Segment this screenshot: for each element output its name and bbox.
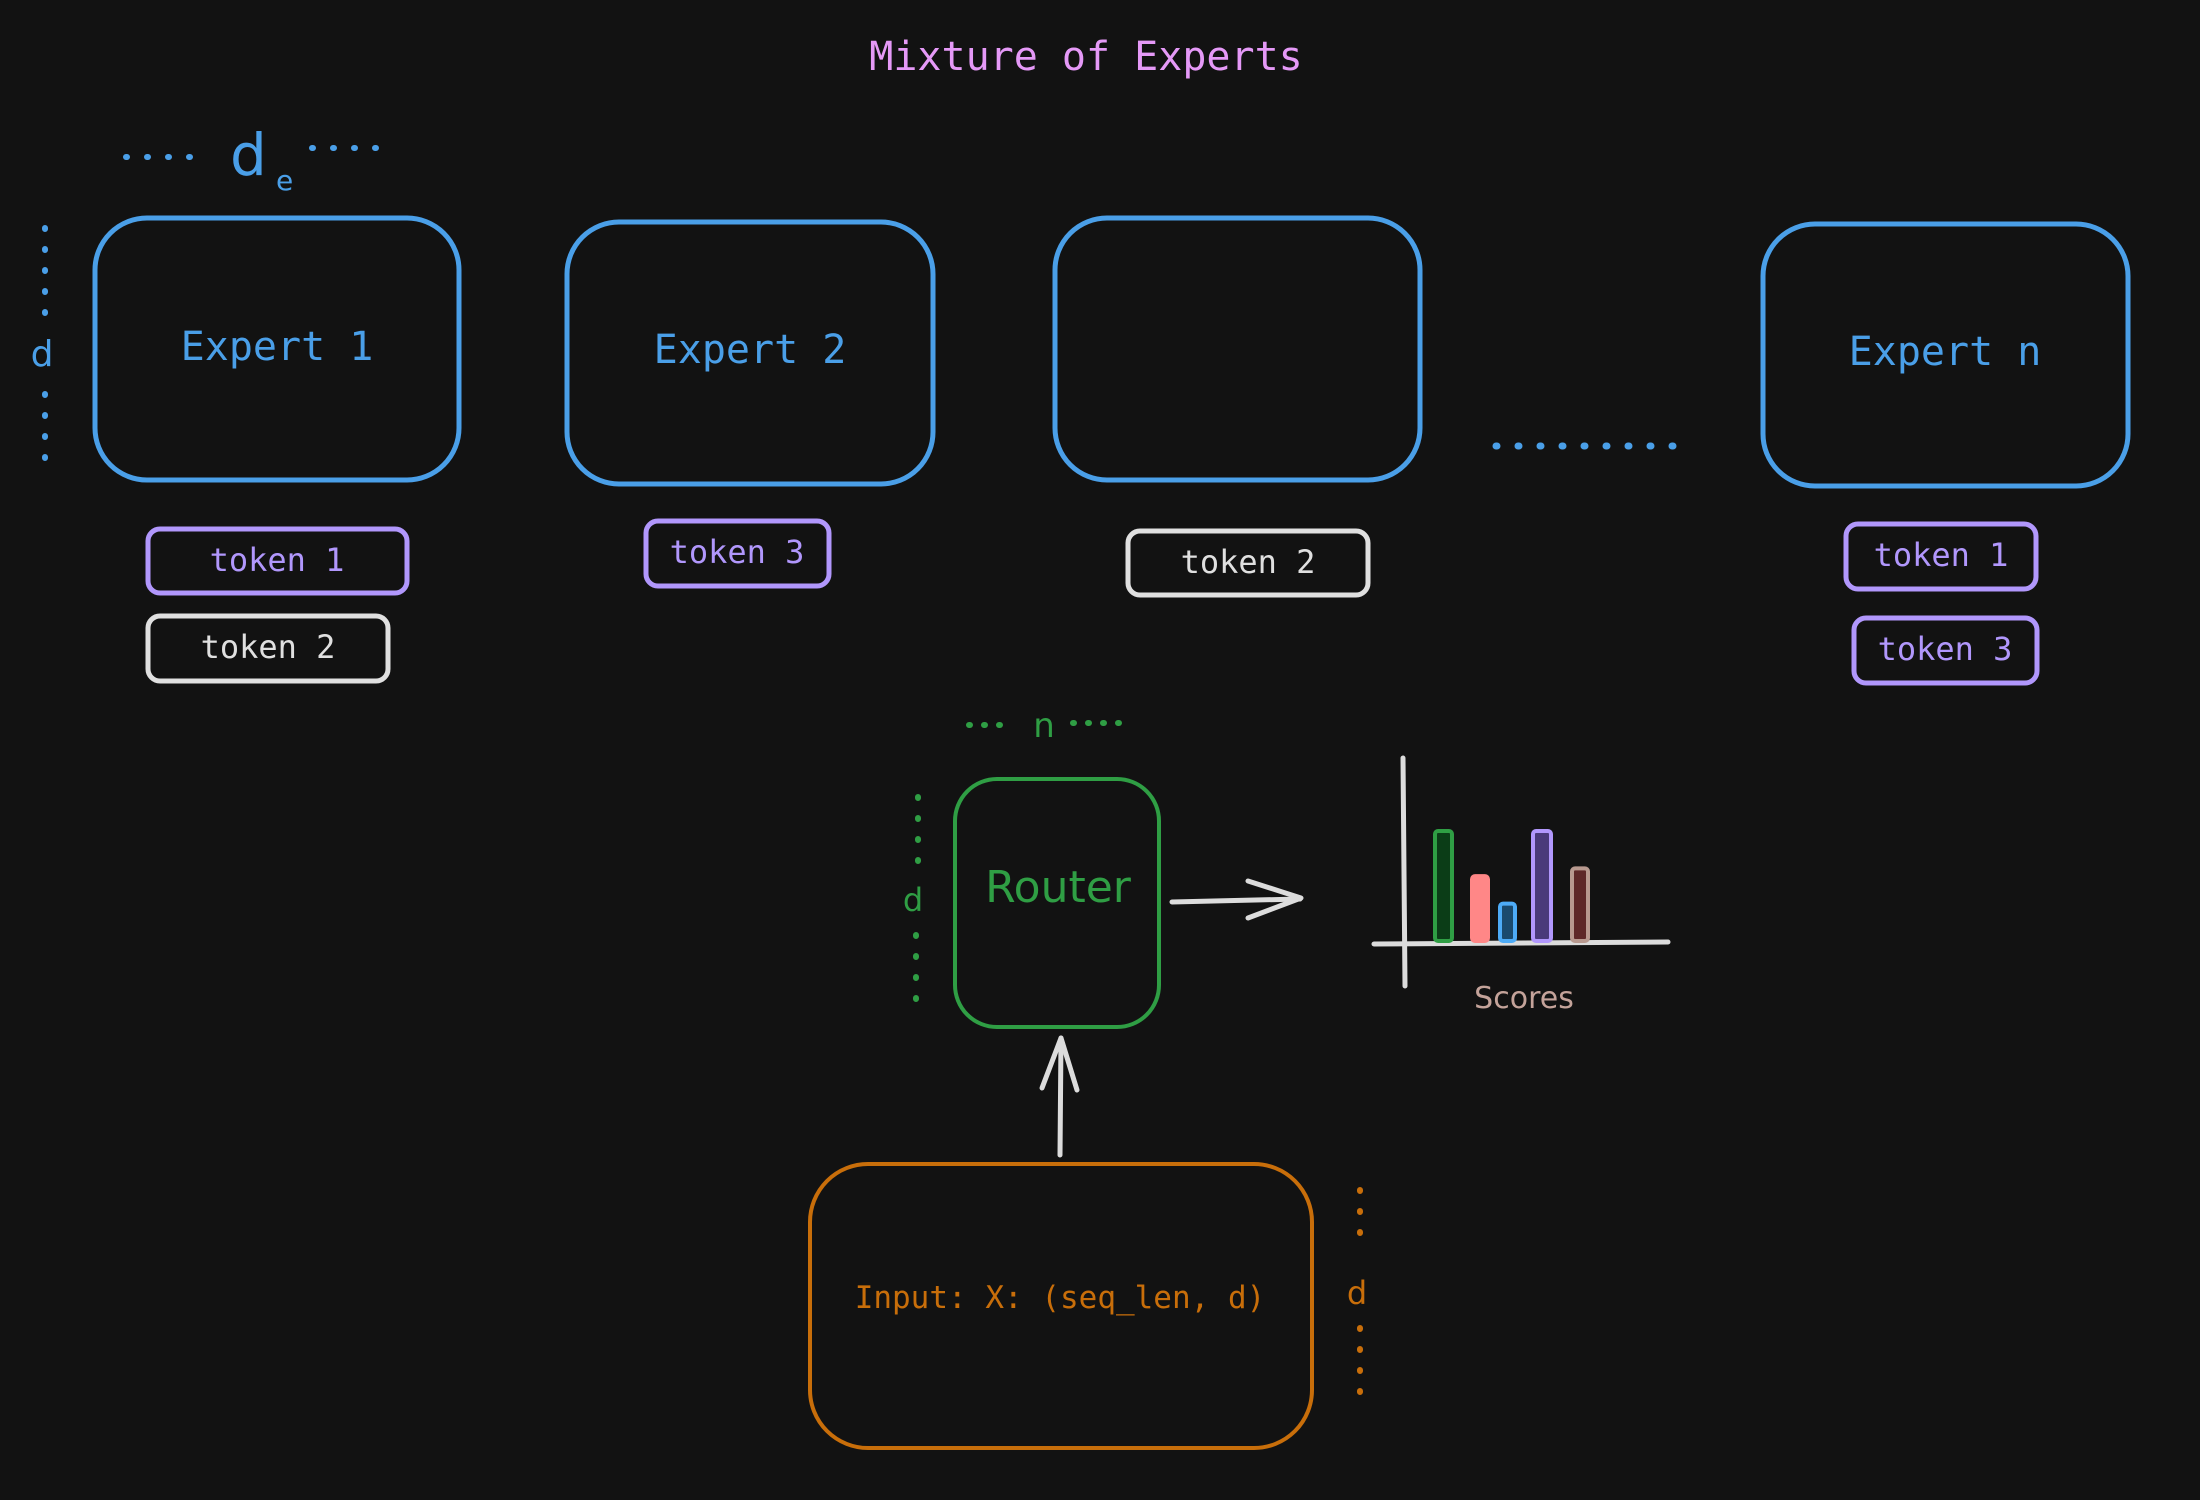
score-bar-4 <box>1531 829 1553 943</box>
token-chip[interactable]: token 2 <box>145 613 391 684</box>
token-chip[interactable]: token 1 <box>145 526 410 596</box>
token-label: token 3 <box>670 533 805 571</box>
token-box[interactable] <box>1851 615 2040 686</box>
score-bar-1 <box>1433 829 1454 943</box>
arrow-head <box>1245 878 1304 921</box>
token-label: token 1 <box>1874 536 2009 574</box>
token-chip[interactable]: token 2 <box>1125 528 1371 598</box>
token-chip[interactable]: token 1 <box>1843 521 2039 592</box>
router-label: Router <box>985 862 1132 913</box>
score-bar-5 <box>1570 866 1590 944</box>
expert-box[interactable] <box>92 215 462 483</box>
token-chip[interactable]: token 3 <box>1851 615 2040 686</box>
token-chip[interactable]: token 3 <box>643 518 832 589</box>
expert-3[interactable] <box>1052 215 1423 483</box>
score-bars <box>1433 829 1590 944</box>
router-width-dimension: n <box>966 706 1123 746</box>
input-label: Input: X: (seq_len, d) <box>855 1280 1266 1316</box>
token-box[interactable] <box>145 613 391 684</box>
router[interactable]: Router <box>953 777 1161 1029</box>
expert-box[interactable] <box>1760 221 2131 489</box>
arrow-input-to-router <box>1039 1035 1080 1158</box>
token-label: token 3 <box>1878 630 2013 668</box>
dimension-label-d: d <box>1347 1274 1367 1312</box>
expert-label: Expert n <box>1849 329 2042 375</box>
expert-1[interactable]: Expert 1 <box>92 215 462 483</box>
expert-2[interactable]: Expert 2 <box>564 219 936 487</box>
score-bar-3 <box>1498 901 1517 943</box>
dimension-label-de: d <box>230 121 267 189</box>
expert-height-dimension: d <box>31 225 54 479</box>
token-label: token 2 <box>1181 543 1316 581</box>
arrow-head <box>1039 1035 1080 1093</box>
expert-label: Expert 1 <box>181 324 374 370</box>
scores-axis-label: Scores <box>1474 981 1574 1016</box>
arrow-line <box>1169 896 1303 905</box>
token-label: token 1 <box>210 541 345 579</box>
token-box[interactable] <box>145 526 410 596</box>
input-box[interactable] <box>808 1162 1314 1450</box>
token-box[interactable] <box>643 518 832 589</box>
expert-label: Expert 2 <box>654 327 847 373</box>
expert-width-dimension: d e <box>123 121 383 197</box>
dimension-label-n: n <box>1033 706 1055 746</box>
input-block[interactable]: Input: X: (seq_len, d) <box>808 1162 1314 1450</box>
x-axis <box>1371 939 1671 947</box>
dimension-label-d: d <box>903 881 923 919</box>
router-height-dimension: d <box>903 794 923 1003</box>
token-label: token 2 <box>201 628 336 666</box>
dimension-label-de-subscript: e <box>276 164 293 197</box>
expert-box[interactable] <box>564 219 936 487</box>
y-axis <box>1400 755 1408 989</box>
token-box[interactable] <box>1125 528 1371 598</box>
arrow-router-to-scores <box>1169 878 1304 921</box>
diagram-title: Mixture of Experts <box>869 34 1302 80</box>
expert-n[interactable]: Expert n <box>1760 221 2131 489</box>
arrow-line <box>1057 1035 1064 1158</box>
dimension-label-d: d <box>31 334 54 375</box>
token-box[interactable] <box>1843 521 2039 592</box>
scores-chart: Scores <box>1371 755 1671 1016</box>
input-height-dimension: d <box>1347 1187 1367 1395</box>
router-box[interactable] <box>953 777 1161 1029</box>
score-bar-2 <box>1470 874 1490 943</box>
expert-box[interactable] <box>1052 215 1423 483</box>
